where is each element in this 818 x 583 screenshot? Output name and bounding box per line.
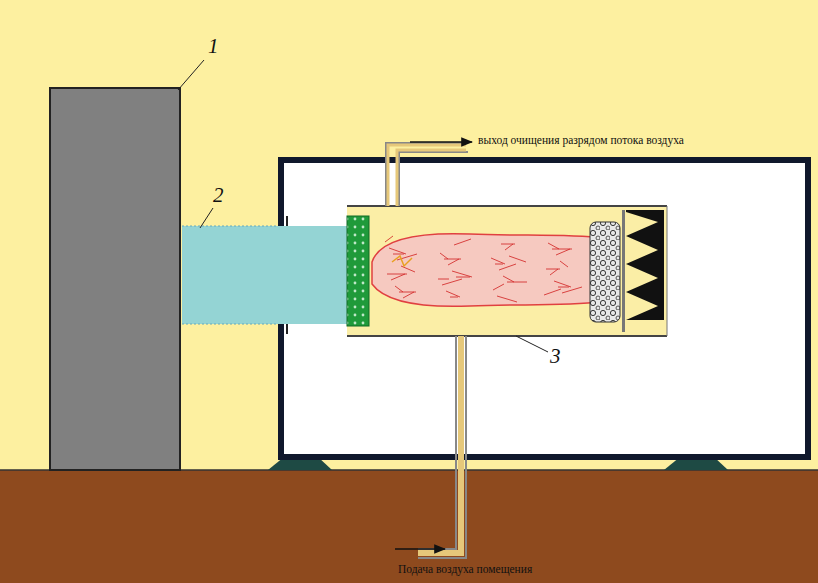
needle-electrode xyxy=(626,210,664,320)
outlet-arrow xyxy=(410,141,472,143)
grid-electrode xyxy=(347,216,369,326)
beam xyxy=(182,226,347,324)
leader-line xyxy=(200,208,213,228)
source-cabinet xyxy=(50,88,180,470)
callout-number: 1 xyxy=(208,34,219,59)
outlet-label: выход очищения разрядом потока воздуха xyxy=(478,134,684,146)
discharge-tube xyxy=(347,206,667,336)
floor xyxy=(0,470,818,583)
discharge-plasma xyxy=(372,234,602,307)
electrode-debris xyxy=(590,222,620,322)
inlet-label: Подача воздуха помещения xyxy=(398,563,532,575)
leader-line xyxy=(516,336,548,352)
callout-number: 3 xyxy=(550,344,561,369)
callout-number: 2 xyxy=(213,183,224,208)
chamber-housing xyxy=(281,160,808,457)
leader-line xyxy=(178,60,204,90)
inlet-arrow xyxy=(395,548,445,550)
beam-window xyxy=(277,226,287,324)
beam xyxy=(287,226,347,324)
